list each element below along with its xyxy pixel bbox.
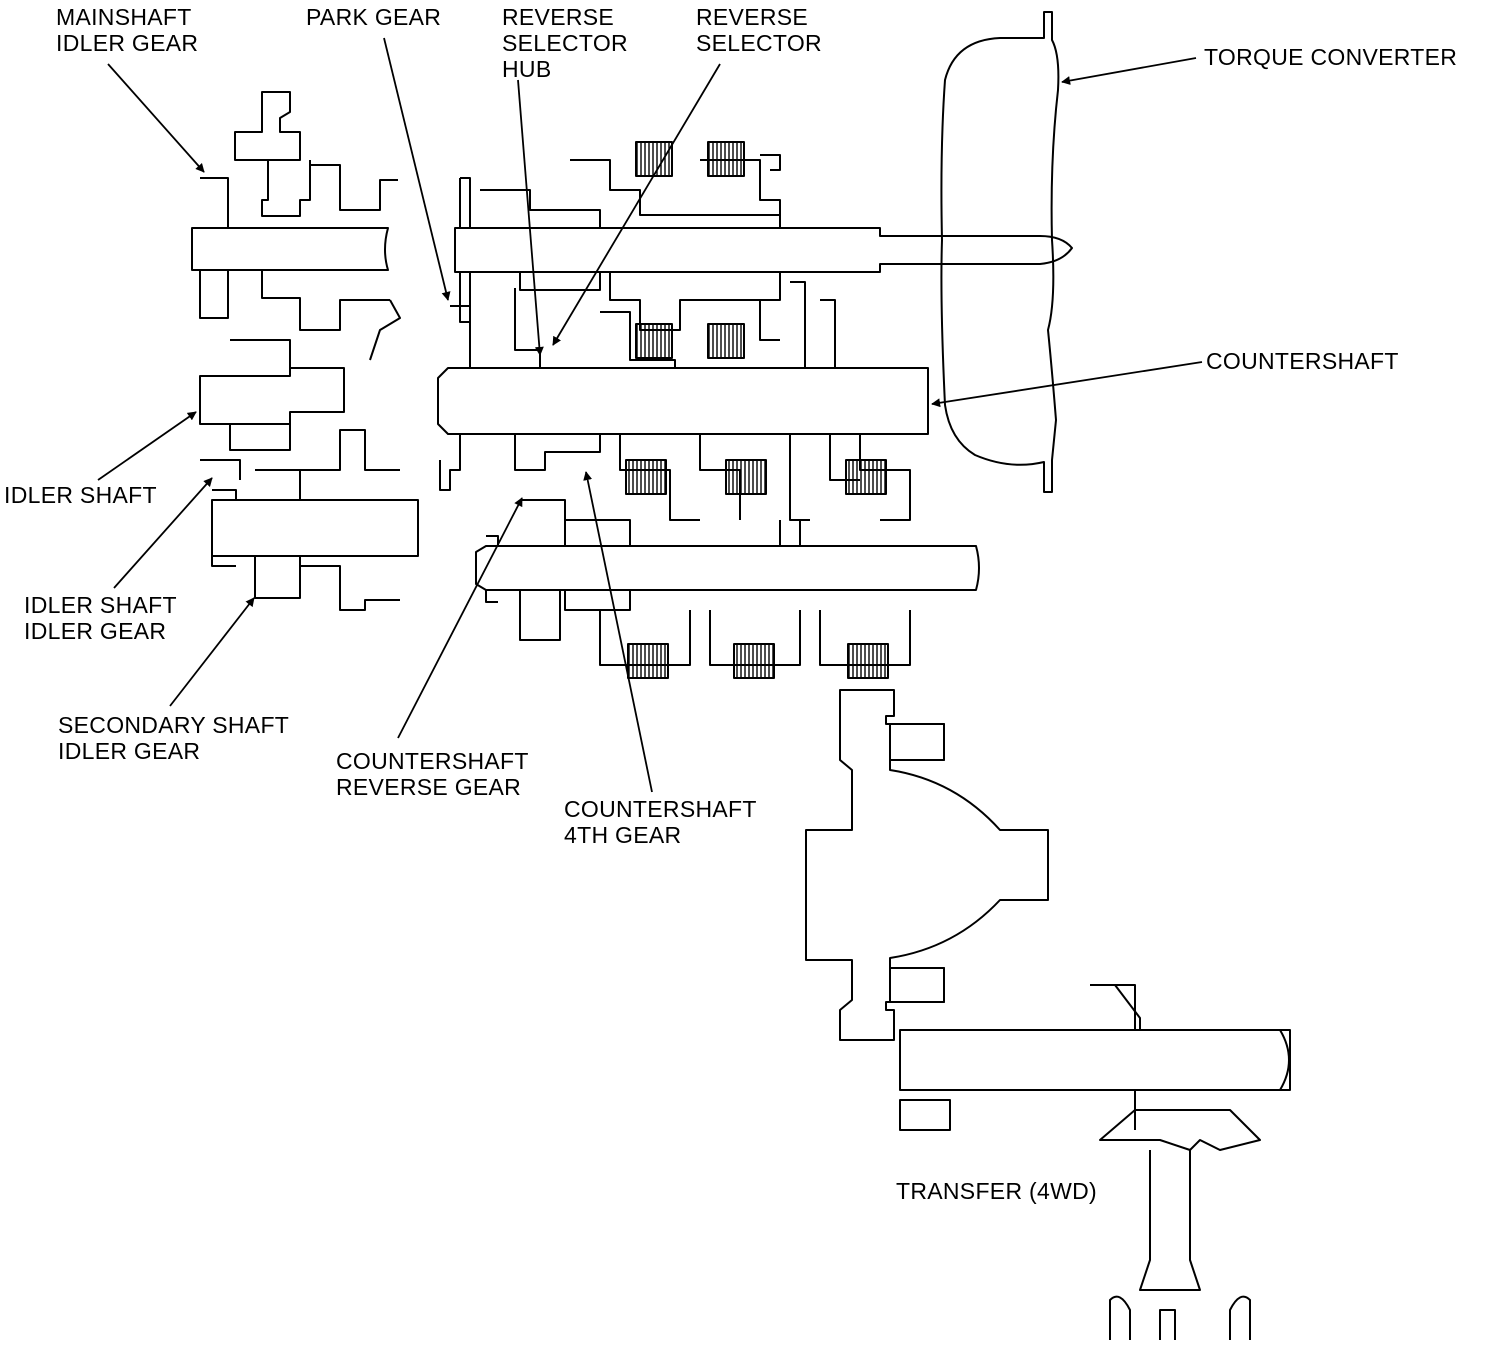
leader-torque-converter — [1061, 57, 1197, 86]
label-mainshaft-idler-gear: MAINSHAFT IDLER GEAR — [56, 4, 198, 56]
label-line: REVERSE — [696, 4, 809, 30]
label-transfer-4wd: TRANSFER (4WD) — [896, 1178, 1097, 1204]
leader-countershaft — [931, 361, 1203, 408]
countershaft — [437, 281, 929, 521]
label-line: PARK GEAR — [306, 4, 442, 30]
label-line: TRANSFER (4WD) — [896, 1178, 1097, 1204]
label-reverse-selector: REVERSE SELECTOR — [696, 4, 822, 56]
label-secondary-shaft-idler-gear: SECONDARY SHAFT IDLER GEAR — [58, 712, 289, 764]
leader-lines — [97, 37, 1203, 793]
label-line: HUB — [502, 56, 552, 82]
label-torque-converter: TORQUE CONVERTER — [1204, 44, 1457, 70]
label-idler-shaft: IDLER SHAFT — [4, 482, 157, 508]
label-line: MAINSHAFT — [56, 4, 192, 30]
label-idler-shaft-idler-gear: IDLER SHAFT IDLER GEAR — [24, 592, 177, 644]
label-line: TORQUE CONVERTER — [1204, 44, 1458, 70]
label-line: COUNTERSHAFT — [1206, 348, 1399, 374]
upper-clutch-packs — [635, 141, 745, 359]
label-line: REVERSE — [502, 4, 615, 30]
leader-reverse-selector — [552, 63, 721, 346]
label-line: IDLER GEAR — [58, 738, 201, 764]
label-countershaft-4th-gear: COUNTERSHAFT 4TH GEAR — [564, 796, 757, 848]
label-line: IDLER GEAR — [56, 30, 199, 56]
label-countershaft-reverse-gear: COUNTERSHAFT REVERSE GEAR — [336, 748, 529, 800]
secondary-shaft-clutch-packs — [627, 643, 889, 679]
torque-converter — [940, 11, 1060, 493]
label-line: SELECTOR — [502, 30, 628, 56]
label-countershaft: COUNTERSHAFT — [1206, 348, 1399, 374]
leader-secondary-shaft-idler-gear — [169, 597, 255, 707]
label-park-gear: PARK GEAR — [306, 4, 441, 30]
label-line: SELECTOR — [696, 30, 822, 56]
leader-mainshaft-idler-gear — [107, 63, 205, 173]
leader-reverse-selector-hub — [517, 79, 544, 356]
mainshaft — [454, 154, 1073, 341]
transfer-assembly — [805, 689, 1291, 1340]
label-reverse-selector-hub: REVERSE SELECTOR HUB — [502, 4, 628, 82]
countershaft-clutch-packs — [625, 459, 887, 495]
leader-idler-shaft — [97, 411, 197, 481]
label-line: IDLER GEAR — [24, 618, 167, 644]
label-line: COUNTERSHAFT — [564, 796, 757, 822]
leader-countershaft-reverse-gear — [397, 497, 523, 739]
leader-idler-shaft-idler-gear — [113, 477, 213, 589]
label-line: REVERSE GEAR — [336, 774, 522, 800]
label-line: COUNTERSHAFT — [336, 748, 529, 774]
left-idler-section — [191, 91, 419, 611]
leader-countershaft-4th-gear — [583, 471, 653, 793]
label-line: SECONDARY SHAFT — [58, 712, 290, 738]
label-line: 4TH GEAR — [564, 822, 682, 848]
label-line: IDLER SHAFT — [24, 592, 177, 618]
secondary-shaft — [475, 499, 980, 666]
leader-park-gear — [383, 37, 451, 301]
label-line: IDLER SHAFT — [4, 482, 157, 508]
